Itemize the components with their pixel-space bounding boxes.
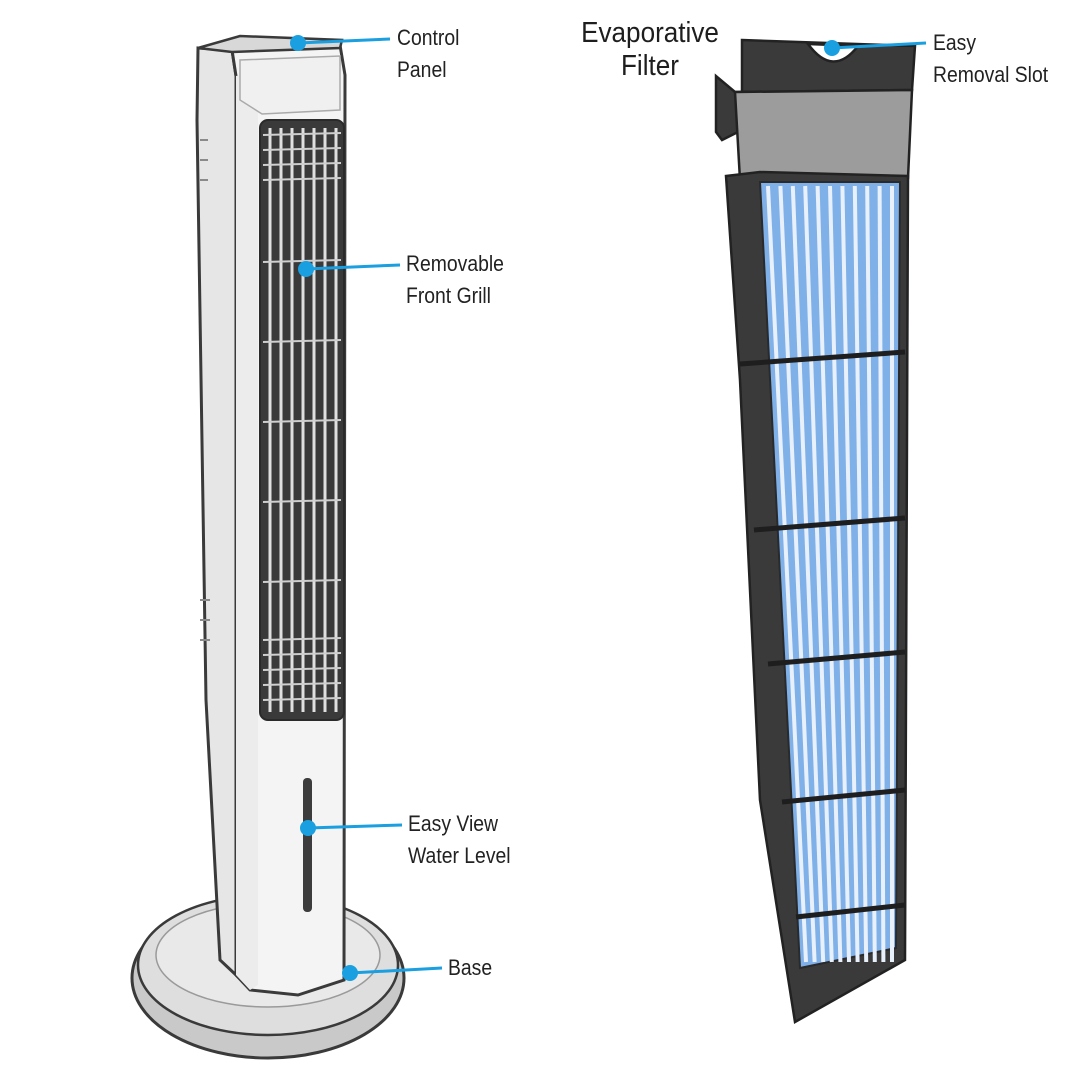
filter-pleat — [828, 185, 851, 963]
filter-rib — [753, 515, 906, 533]
label-line: Removal Slot — [933, 62, 1049, 87]
callout-lines — [290, 35, 927, 981]
grill-bar — [262, 579, 342, 583]
callout-line-removal-slot — [824, 40, 927, 56]
filter-pleat — [840, 185, 860, 963]
grill-bar — [262, 652, 342, 656]
grill-bar — [262, 259, 342, 263]
callout-line-base — [342, 965, 443, 981]
evaporative-filter — [714, 38, 917, 1024]
grill-bar — [262, 147, 342, 151]
label-base: Base — [448, 952, 492, 984]
fan-side-panel — [195, 46, 238, 979]
grill-bar — [262, 177, 342, 181]
callout-line-front-grill — [298, 261, 401, 277]
filter-pleat — [778, 185, 817, 963]
label-control-panel: Control Panel — [397, 22, 459, 86]
grill-bar — [262, 499, 342, 503]
callout-line-control-panel — [290, 35, 391, 51]
tower-fan — [130, 34, 406, 1060]
grill-bar — [262, 132, 342, 136]
grill-bar — [262, 162, 342, 166]
grill-bar — [262, 697, 342, 701]
filter-pleat — [852, 185, 869, 963]
filter-pleat — [865, 185, 877, 963]
callout-line-water-level — [300, 820, 403, 836]
grill-bar — [262, 419, 342, 423]
filter-pleat — [877, 185, 886, 963]
label-line: Front Grill — [406, 283, 491, 308]
label-line: Panel — [397, 57, 447, 82]
filter-pleat — [766, 185, 808, 963]
filter-rib — [767, 649, 906, 667]
side-vents — [200, 139, 210, 641]
label-line: Easy — [933, 30, 977, 55]
label-front-grill: Removable Front Grill — [406, 248, 504, 312]
label-water-level: Easy View Water Level — [408, 808, 511, 872]
filter-rib — [795, 902, 906, 920]
filter-rib — [781, 787, 906, 805]
filter-pleat — [815, 185, 843, 963]
grill-bar — [262, 637, 342, 641]
filter-title: Evaporative Filter — [578, 17, 722, 83]
label-line: Base — [448, 955, 493, 980]
label-line: Removable — [406, 251, 504, 276]
front-grill — [259, 119, 345, 721]
grill-bar — [262, 682, 342, 686]
filter-pleat — [803, 185, 834, 963]
filter-rib — [739, 349, 906, 367]
title-line: Filter — [620, 50, 679, 82]
label-line: Control — [397, 25, 460, 50]
title-line: Evaporative — [581, 17, 719, 49]
label-removal-slot: Easy Removal Slot — [933, 27, 1048, 91]
water-level-window — [303, 778, 312, 912]
filter-pleat — [790, 185, 826, 963]
label-line: Water Level — [408, 843, 511, 868]
grill-bar — [262, 667, 342, 671]
label-line: Easy View — [408, 811, 499, 836]
control-panel — [197, 34, 344, 54]
grill-bar — [262, 339, 342, 343]
